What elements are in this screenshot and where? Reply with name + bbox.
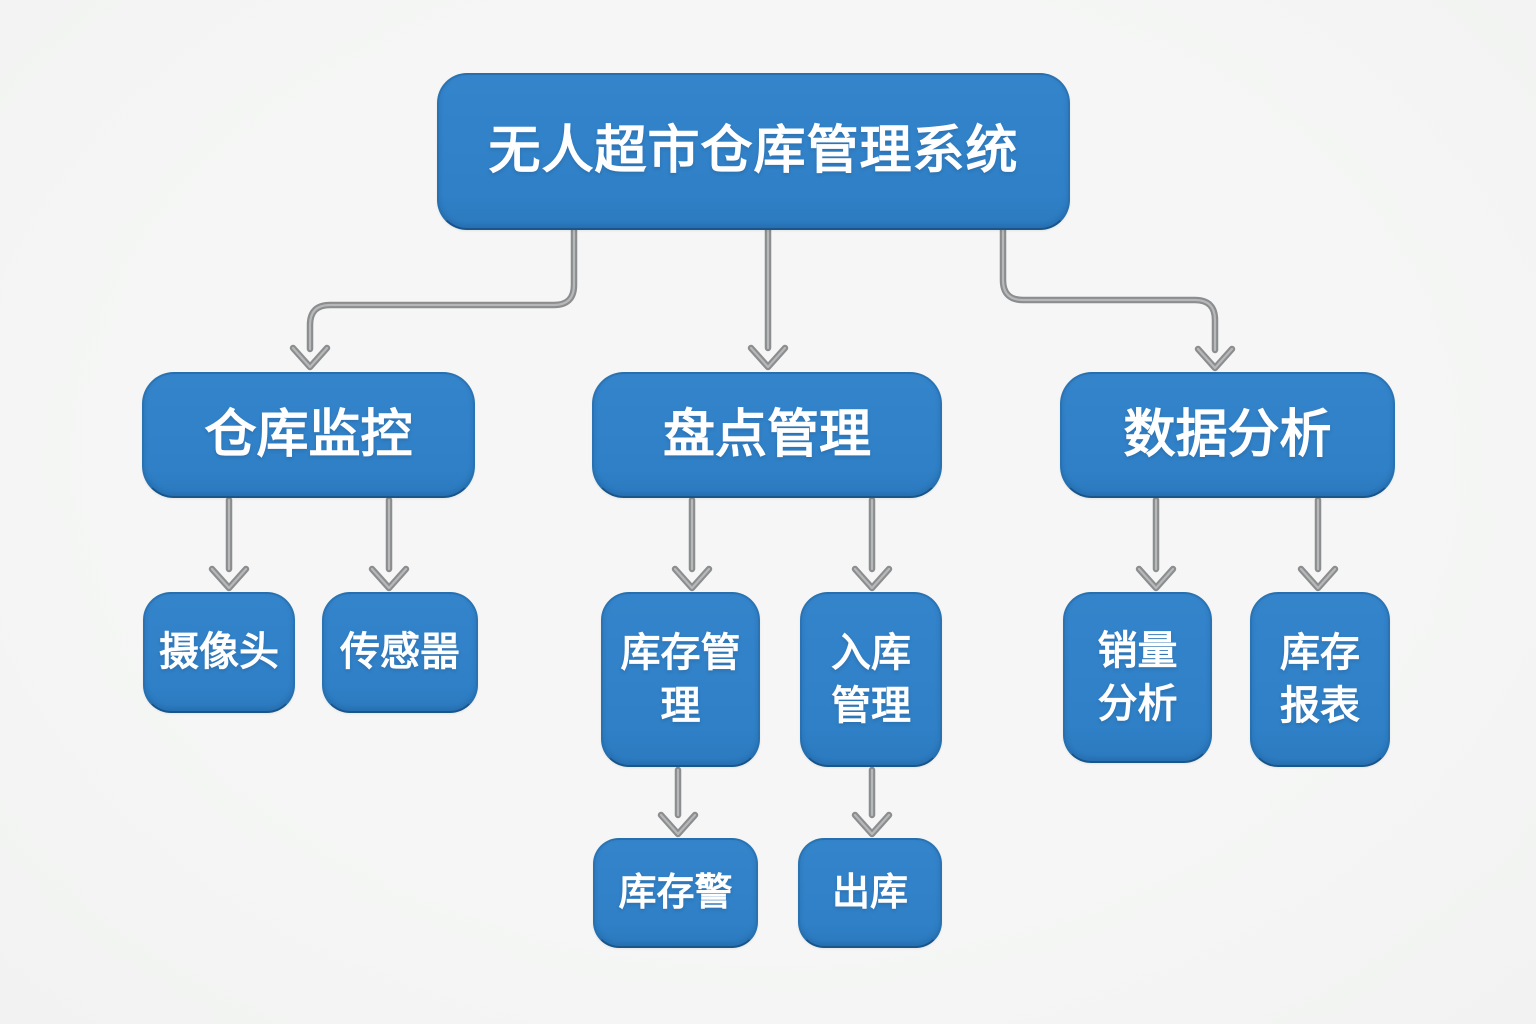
node-outbound: 出库 [798, 838, 942, 948]
node-inventory-report: 库存报表 [1250, 592, 1390, 767]
node-camera: 摄像头 [143, 592, 295, 713]
node-sales-analysis: 销量分析 [1063, 592, 1212, 763]
node-stocktaking-management: 盘点管理 [592, 372, 942, 498]
edge-highlight [1299, 498, 1337, 590]
edge-highlight [853, 768, 891, 836]
edge-root-to-warehouse-monitoring [289, 226, 578, 371]
edge-highlight [291, 228, 576, 369]
edge-highlight [673, 498, 711, 590]
node-warehouse-monitoring: 仓库监控 [142, 372, 475, 498]
node-inventory-alert: 库存警 [593, 838, 758, 948]
node-inbound-management: 入库管理 [800, 592, 942, 767]
edge-highlight [370, 498, 408, 590]
node-data-analysis: 数据分析 [1060, 372, 1395, 498]
edge-highlight [1001, 228, 1234, 370]
node-inventory-management: 库存管理 [601, 592, 760, 767]
node-root: 无人超市仓库管理系统 [437, 73, 1070, 230]
edge-highlight [749, 228, 787, 369]
edge-highlight [1137, 498, 1175, 590]
edge-highlight [853, 498, 891, 590]
edge-highlight [659, 768, 697, 836]
node-sensor: 传感噐 [322, 592, 478, 713]
edge-highlight [210, 498, 248, 590]
